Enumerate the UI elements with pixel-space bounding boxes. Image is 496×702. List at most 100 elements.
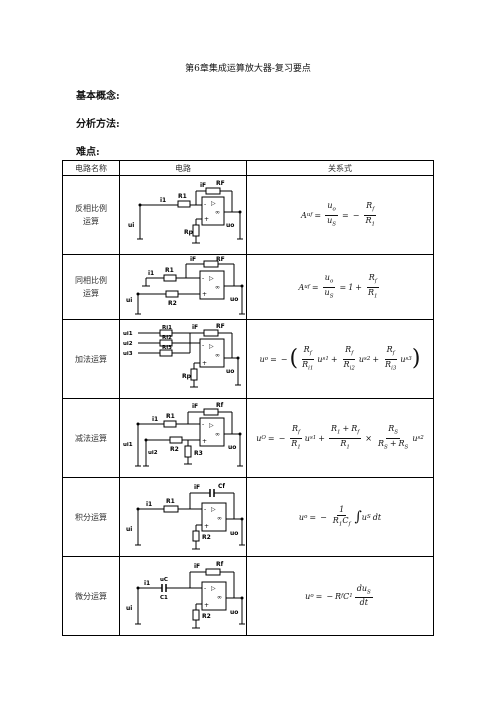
label-i1: i1 <box>148 270 154 277</box>
label-plus: + <box>202 438 207 445</box>
opamp-triangle-icon: ▷ <box>211 506 216 513</box>
resistor-rp <box>190 368 198 380</box>
label-ui: ui <box>126 605 132 612</box>
label-ui3: ui3 <box>123 351 133 357</box>
subtraction-amplifier-schematic: i1 R1 iF Rf - + ▷ ∞ R2 R3 ui1 ui2 uo <box>123 402 243 466</box>
label-if: iF <box>194 484 200 491</box>
label-ui1: ui1 <box>123 331 133 337</box>
opamp-body <box>199 338 225 367</box>
opamp-triangle-icon: ▷ <box>211 585 216 592</box>
table-row: 微分运算 <box>62 556 434 636</box>
circuit-cell-inverting: i1 R1 iF RF - + ▷ ∞ Rp ui uo <box>119 175 247 255</box>
inverting-amplifier-schematic: i1 R1 iF RF - + ▷ ∞ Rp ui uo <box>128 180 243 243</box>
label-ui1: ui1 <box>123 442 133 448</box>
resistor-r1 <box>163 420 177 427</box>
label-ui2: ui2 <box>148 450 158 456</box>
opamp-triangle-icon: ▷ <box>209 343 214 350</box>
opamp-body <box>201 196 225 225</box>
label-ui: ui <box>128 222 134 229</box>
label-rp: Rp <box>184 229 194 236</box>
infinity-icon: ∞ <box>215 431 220 438</box>
label-if: iF <box>192 324 198 331</box>
label-r1: R1 <box>166 413 175 420</box>
label-rf: RF <box>216 256 225 263</box>
resistor-r1 <box>163 505 179 512</box>
label-rf: Rf <box>216 561 224 568</box>
resistor-r3 <box>184 445 192 457</box>
circuit-name-noninverting: 同相比例运算 <box>62 254 120 320</box>
opamp-body <box>201 502 227 531</box>
resistor-rf <box>205 187 221 194</box>
label-ui2: ui2 <box>123 341 133 347</box>
circuit-cell-summing: ui1 ui2 ui3 Ri1 Ri2 Ri3 iF RF - + ▷ ∞ Rp… <box>119 319 247 399</box>
label-rp: Rp <box>182 373 192 380</box>
label-difficulties: 难点: <box>76 147 100 158</box>
table-row: 积分运算 <box>62 477 434 557</box>
circuit-name-differentiator: 微分运算 <box>62 556 120 636</box>
resistor-rf <box>203 408 219 415</box>
label-plus: + <box>204 523 209 530</box>
label-i1: i1 <box>146 501 152 508</box>
header-circuit-name: 电路名称 <box>62 160 120 176</box>
label-uc: uC <box>160 577 168 583</box>
resistor-rf <box>203 329 219 336</box>
resistor-r1 <box>163 274 177 281</box>
table-row: 加法运算 <box>62 319 434 399</box>
label-cf: Cf <box>218 483 225 490</box>
label-minus: - <box>204 201 206 208</box>
infinity-icon: ∞ <box>215 284 220 291</box>
differentiator-schematic: i1 uC C1 iF Rf - + ▷ ∞ R2 ui uo <box>126 561 245 628</box>
label-rf: RF <box>216 323 225 330</box>
label-analysis-method: 分析方法: <box>76 119 120 130</box>
table-row: 反相比例运算 <box>62 175 434 255</box>
circuit-name-integrator: 积分运算 <box>62 477 120 557</box>
opamp-body <box>199 270 225 299</box>
noninverting-amplifier-schematic: i1 R1 iF RF - + ▷ ∞ R2 ui uo <box>126 256 245 314</box>
label-c1: C1 <box>160 595 168 601</box>
label-if: iF <box>192 403 198 410</box>
header-relation: 关系式 <box>246 160 434 176</box>
label-i1: i1 <box>152 416 158 423</box>
label-if: iF <box>200 182 206 189</box>
resistor-r1 <box>177 200 191 207</box>
circuit-name-inverting: 反相比例运算 <box>62 175 120 255</box>
label-uo: uo <box>230 296 238 303</box>
resistor-r2 <box>169 436 183 443</box>
label-rf: Rf <box>216 402 224 409</box>
label-r2: R2 <box>202 534 211 541</box>
infinity-icon: ∞ <box>215 209 220 216</box>
label-r1: R1 <box>178 193 187 200</box>
label-uo: uo <box>230 609 238 616</box>
label-ri1: Ri1 <box>162 325 172 331</box>
label-minus: - <box>202 342 204 349</box>
label-r1: R1 <box>166 498 175 505</box>
label-plus: + <box>202 360 207 367</box>
resistor-rp <box>192 224 200 236</box>
label-minus: - <box>204 585 206 592</box>
integrator-schematic: i1 R1 iF Cf - + ▷ ∞ R2 ui uo <box>126 483 245 549</box>
label-if: iF <box>190 256 196 263</box>
label-plus: + <box>204 216 209 223</box>
label-uo: uo <box>230 530 238 537</box>
label-r3: R3 <box>194 450 203 457</box>
label-minus: - <box>202 421 204 428</box>
label-ri3: Ri3 <box>162 345 172 351</box>
circuit-cell-integrator: i1 R1 iF Cf - + ▷ ∞ R2 ui uo <box>119 477 247 557</box>
label-plus: + <box>202 291 207 298</box>
label-r2: R2 <box>202 613 211 620</box>
label-if: iF <box>194 563 200 570</box>
opamp-triangle-icon: ▷ <box>209 422 214 429</box>
label-ui: ui <box>126 526 132 533</box>
opamp-body <box>199 417 225 446</box>
label-ui: ui <box>126 297 132 304</box>
header-circuit: 电路 <box>119 160 247 176</box>
opamp-body <box>201 581 227 610</box>
circuit-cell-noninverting: i1 R1 iF RF - + ▷ ∞ R2 ui uo <box>119 254 247 320</box>
circuit-name-subtraction: 减法运算 <box>62 398 120 478</box>
summary-table: 电路名称 电路 关系式 反相比例运算 <box>62 160 434 636</box>
resistor-rf <box>205 568 221 575</box>
